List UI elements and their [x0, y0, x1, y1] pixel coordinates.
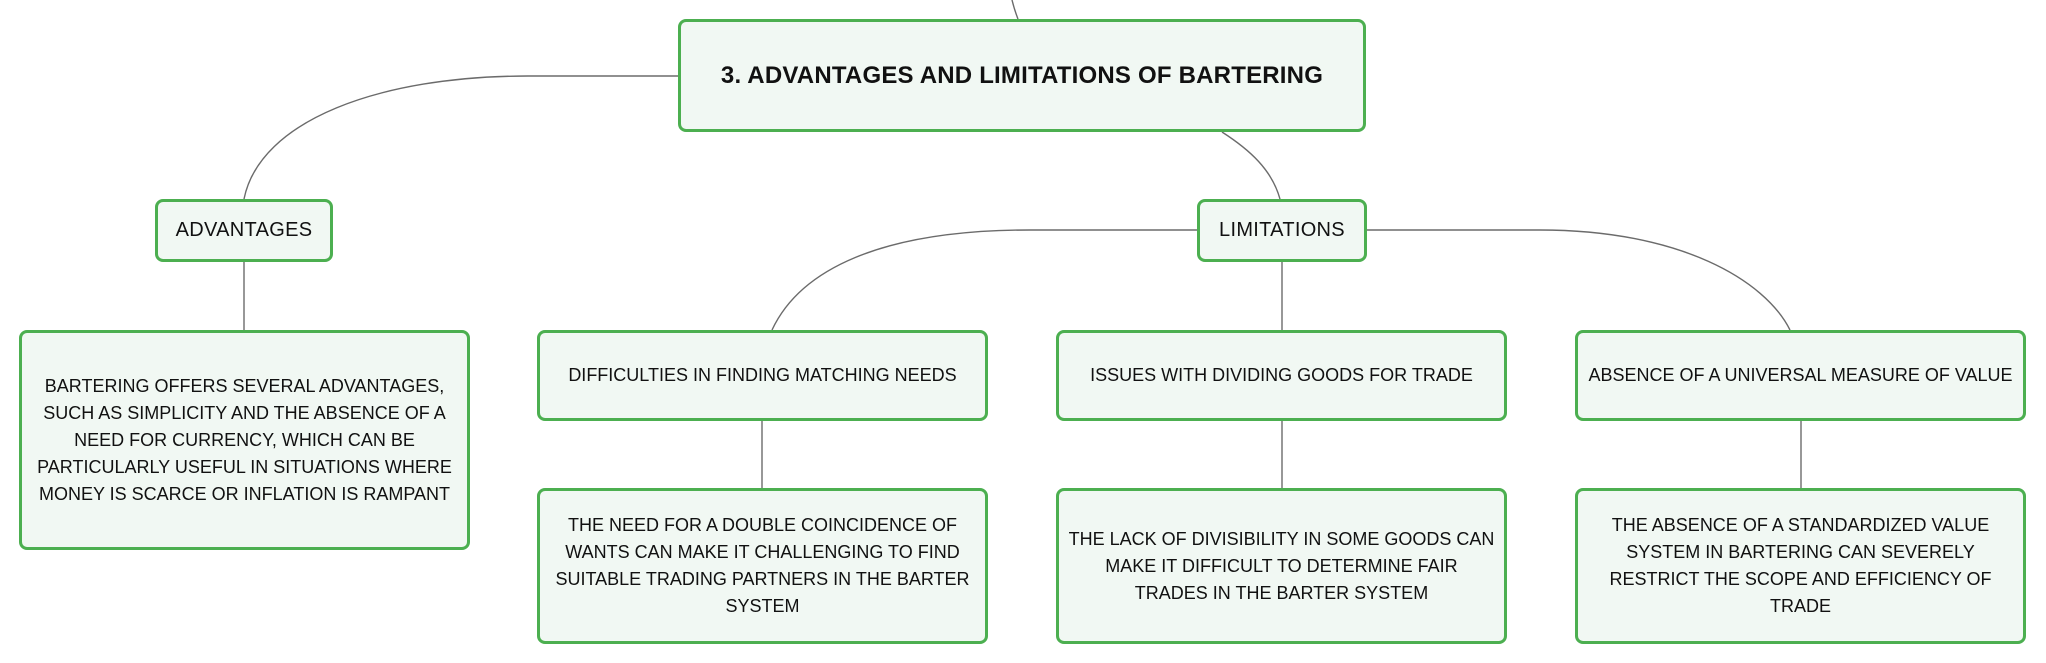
- connector-limitations-to-item-3: [1367, 229, 1791, 331]
- limitation-description-dividing-goods[interactable]: THE LACK OF DIVISIBILITY IN SOME GOODS C…: [1056, 488, 1507, 644]
- limitation-item-measure-of-value[interactable]: ABSENCE OF A UNIVERSAL MEASURE OF VALUE: [1575, 330, 2026, 421]
- limitation-description-measure-of-value[interactable]: THE ABSENCE OF A STANDARDIZED VALUE SYST…: [1575, 488, 2026, 644]
- limitation-item-label: ISSUES WITH DIVIDING GOODS FOR TRADE: [1090, 365, 1473, 385]
- connector-limitations-to-item-1: [771, 229, 1197, 331]
- limitation-description-text: THE ABSENCE OF A STANDARDIZED VALUE SYST…: [1609, 515, 1992, 616]
- limitation-item-matching-needs[interactable]: DIFFICULTIES IN FINDING MATCHING NEEDS: [537, 330, 988, 421]
- connector-root-to-limitations: [1221, 131, 1281, 200]
- limitation-item-label: DIFFICULTIES IN FINDING MATCHING NEEDS: [568, 365, 957, 385]
- advantages-label: ADVANTAGES: [175, 219, 313, 241]
- limitations-label: LIMITATIONS: [1219, 219, 1345, 241]
- limitation-description-text: THE LACK OF DIVISIBILITY IN SOME GOODS C…: [1068, 528, 1495, 603]
- root-topic-title: 3. ADVANTAGES AND LIMITATIONS OF BARTERI…: [720, 61, 1324, 89]
- limitation-item-label: ABSENCE OF A UNIVERSAL MEASURE OF VALUE: [1588, 365, 2013, 385]
- connector-parent-to-root: [1011, 0, 1019, 20]
- limitations-node[interactable]: LIMITATIONS: [1197, 199, 1367, 262]
- root-topic-node[interactable]: 3. ADVANTAGES AND LIMITATIONS OF BARTERI…: [678, 19, 1366, 132]
- advantages-description-node[interactable]: BARTERING OFFERS SEVERAL ADVANTAGES, SUC…: [19, 330, 470, 550]
- limitation-description-matching-needs[interactable]: THE NEED FOR A DOUBLE COINCIDENCE OF WAN…: [537, 488, 988, 644]
- connector-root-to-advantages: [243, 75, 678, 200]
- advantages-description-text: BARTERING OFFERS SEVERAL ADVANTAGES, SUC…: [37, 375, 452, 504]
- limitation-item-dividing-goods[interactable]: ISSUES WITH DIVIDING GOODS FOR TRADE: [1056, 330, 1507, 421]
- limitation-description-text: THE NEED FOR A DOUBLE COINCIDENCE OF WAN…: [555, 515, 970, 616]
- advantages-node[interactable]: ADVANTAGES: [155, 199, 333, 262]
